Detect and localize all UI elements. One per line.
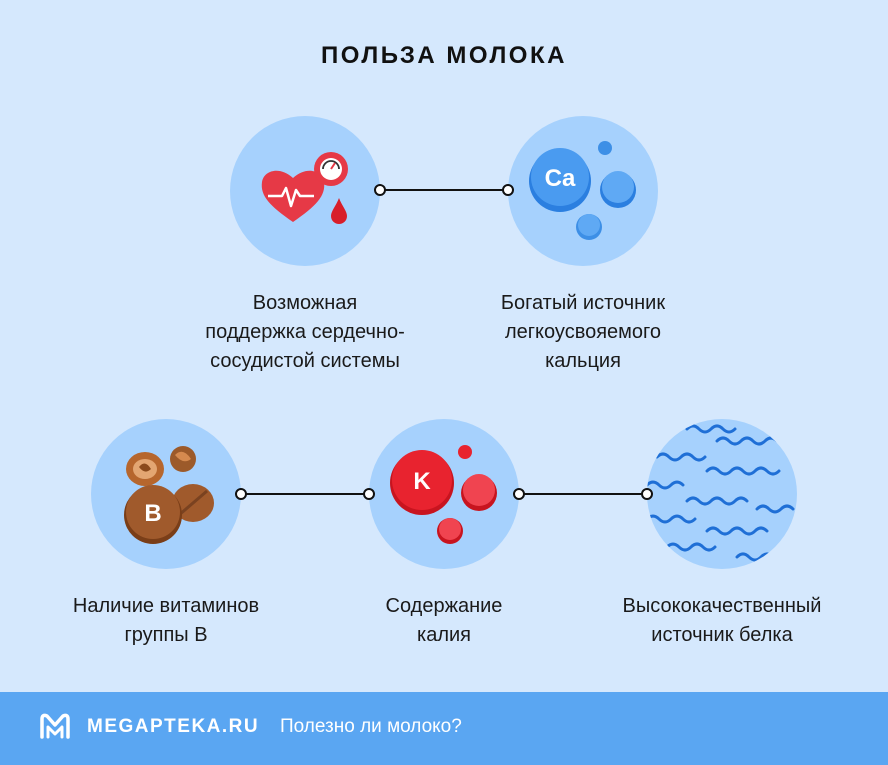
- caption-heart: Возможная поддержка сердечно- сосудистой…: [205, 292, 405, 372]
- nuts-vitamin-b-icon: B: [91, 419, 241, 569]
- connector-bottom-right: [513, 486, 653, 502]
- caption-vitamins: Наличие витаминов группы В: [72, 595, 260, 646]
- caption-potassium: Содержание калия: [385, 595, 503, 646]
- page-title: ПОЛЬЗА МОЛОКА: [321, 42, 567, 69]
- brand-name[interactable]: MEGAPTEKA.RU: [87, 716, 260, 737]
- connector-top: [374, 182, 514, 198]
- calcium-symbol: Ca: [544, 165, 576, 192]
- connector-bottom-left: [235, 486, 375, 502]
- protein-strands-icon: [647, 419, 797, 569]
- footer: MEGAPTEKA.RU Полезно ли молоко?: [0, 692, 888, 765]
- caption-protein: Высококачественный источник белка: [622, 595, 822, 646]
- potassium-symbol: K: [413, 468, 431, 495]
- calcium-molecules-icon: Ca: [508, 116, 658, 266]
- vitamin-b-symbol: B: [144, 500, 162, 527]
- brand-logo-icon[interactable]: [38, 711, 72, 746]
- caption-calcium: Богатый источник легкоусвояемого кальция: [500, 292, 666, 372]
- article-title: Полезно ли молоко?: [280, 716, 462, 737]
- potassium-molecules-icon: K: [369, 419, 519, 569]
- heart-health-icon: [230, 116, 380, 266]
